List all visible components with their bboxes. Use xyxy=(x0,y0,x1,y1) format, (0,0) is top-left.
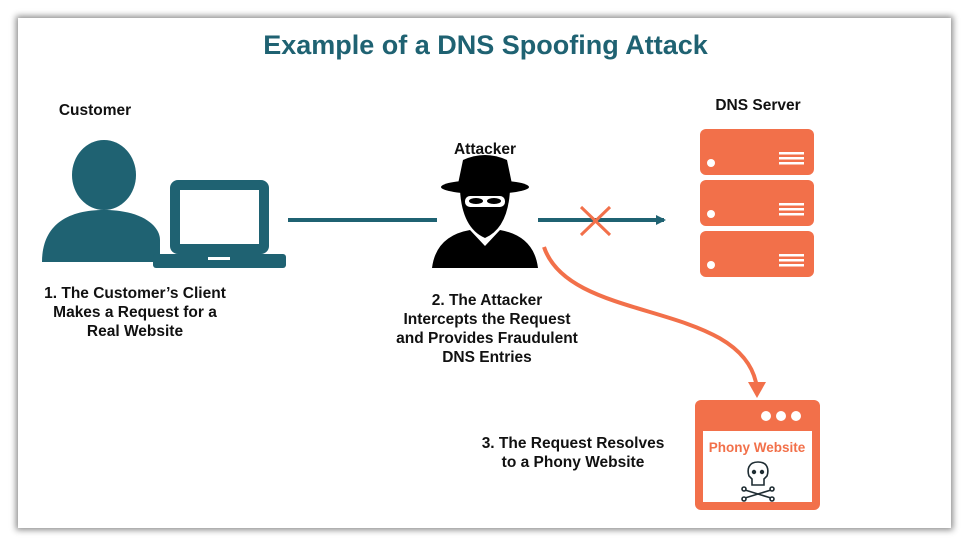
laptop-icon xyxy=(153,180,286,268)
step-3-text: 3. The Request Resolves to a Phony Websi… xyxy=(481,435,665,471)
redirect-arrowhead xyxy=(748,382,766,398)
diagram-title: Example of a DNS Spoofing Attack xyxy=(263,30,708,60)
dns-server-label: DNS Server xyxy=(715,97,801,114)
customer-label: Customer xyxy=(58,102,132,119)
redirect-arrow xyxy=(542,246,759,389)
hacker-icon xyxy=(432,155,538,268)
blocked-x-icon xyxy=(579,205,612,237)
attacker-label: Attacker xyxy=(453,141,517,158)
skull-icon xyxy=(741,461,775,502)
user-icon xyxy=(42,140,160,262)
phony-website-label: Phony Website xyxy=(709,440,806,455)
step-1-text: 1. The Customer’s Client Makes a Request… xyxy=(44,285,226,340)
server-icon xyxy=(700,129,814,277)
step-2-text: 2. The Attacker Intercepts the Request a… xyxy=(396,292,578,366)
